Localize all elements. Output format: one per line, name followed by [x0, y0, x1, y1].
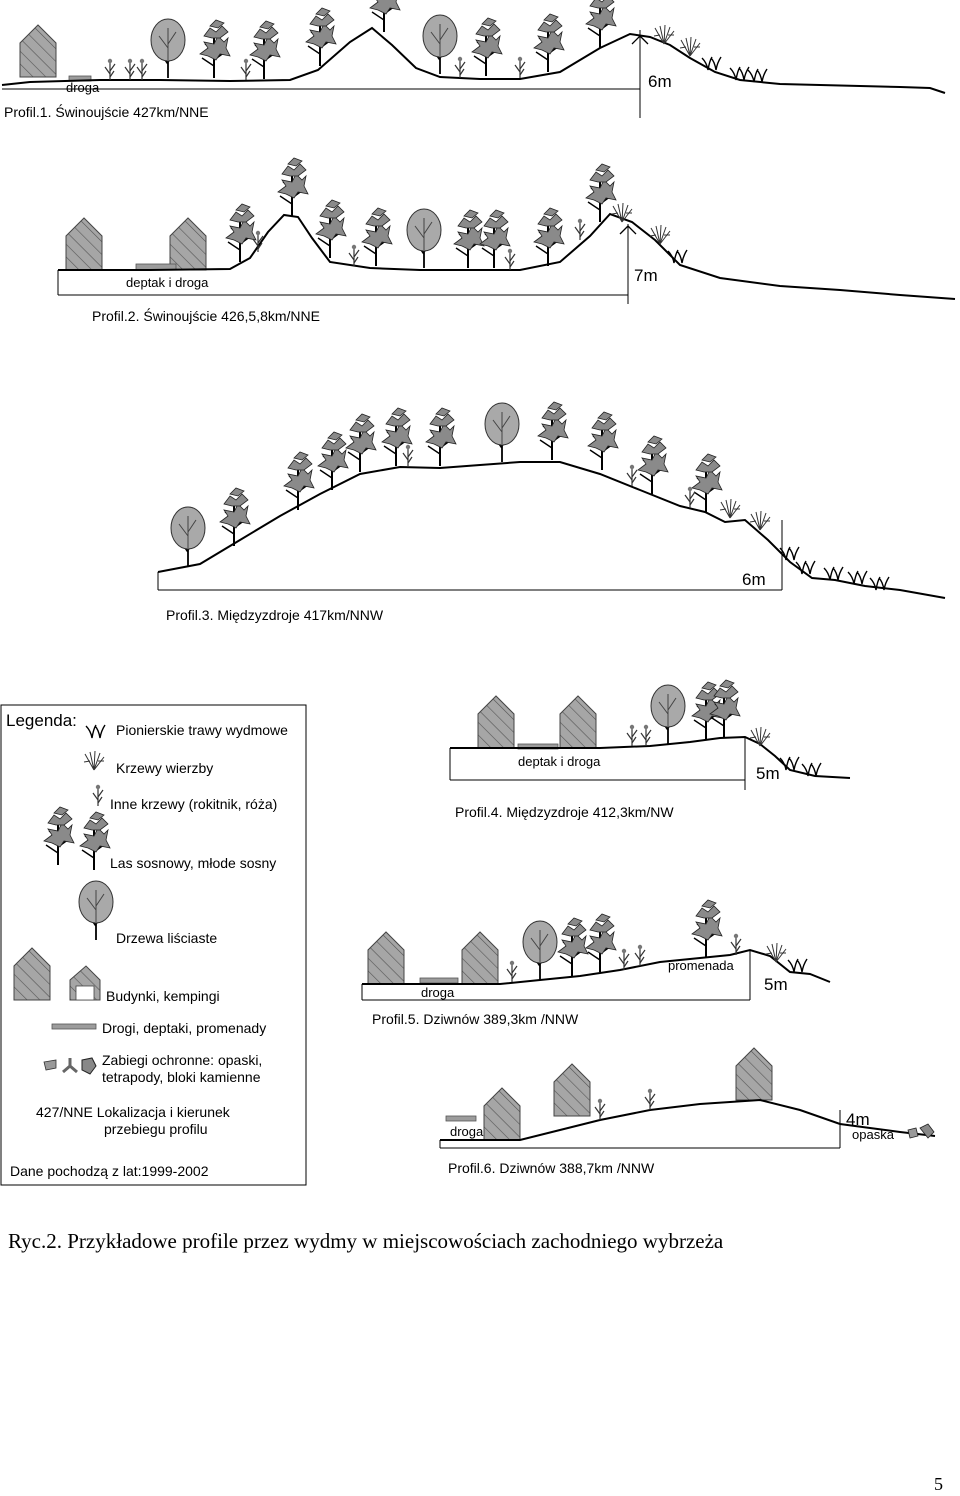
p1-title: Profil.1. Świnoujście 427km/NNE: [4, 104, 209, 120]
legend-grass-label: Pionierskie trawy wydmowe: [116, 722, 288, 738]
p1-height-label: 6m: [648, 72, 672, 91]
p3-title: Profil.3. Międzyzdroje 417km/NNW: [166, 607, 384, 623]
legend-data-source: Dane pochodzą z lat:1999-2002: [10, 1163, 209, 1179]
p3-height-label: 6m: [742, 570, 766, 589]
profile-4: [449, 679, 851, 790]
profile-1: [1, 0, 946, 118]
profile-2: [57, 157, 956, 304]
p5-road-label: droga: [421, 985, 455, 1000]
profile-5: [361, 899, 831, 1001]
legend-title: Legenda:: [6, 711, 77, 730]
p4-title: Profil.4. Międzyzdroje 412,3km/NW: [455, 804, 674, 820]
legend-willow-label: Krzewy wierzby: [116, 760, 214, 776]
legend-location-label-2: przebiegu profilu: [104, 1121, 208, 1137]
legend-deciduous-label: Drzewa liściaste: [116, 930, 218, 946]
legend-pine-label: Las sosnowy, młode sosny: [110, 855, 277, 871]
legend-protection-label-2: tetrapody, bloki kamienne: [102, 1069, 261, 1085]
p2-road-label: deptak i droga: [126, 275, 209, 290]
p6-revetment-label: opaska: [852, 1127, 894, 1142]
legend-location-label-1: 427/NNE Lokalizacja i kierunek: [36, 1104, 230, 1120]
p6-title: Profil.6. Dziwnów 388,7km /NNW: [448, 1160, 655, 1176]
legend-box: [0, 704, 307, 1186]
p6-height-label: 4m: [846, 1110, 870, 1129]
p1-road-label: droga: [66, 80, 100, 95]
p6-road-label: droga: [450, 1124, 484, 1139]
p2-height-label: 7m: [634, 266, 658, 285]
legend-shrubs-label: Inne krzewy (rokitnik, róża): [110, 796, 278, 812]
p5-height-label: 5m: [764, 975, 788, 994]
legend-protection-label-1: Zabiegi ochronne: opaski,: [102, 1052, 263, 1068]
p5-title: Profil.5. Dziwnów 389,3km /NNW: [372, 1011, 579, 1027]
legend-buildings-label: Budynki, kempingi: [106, 988, 220, 1004]
p4-road-label: deptak i droga: [518, 754, 601, 769]
legend-roads-label: Drogi, deptaki, promenady: [102, 1020, 267, 1036]
page-number: 5: [934, 1474, 943, 1494]
profile-3: [157, 401, 946, 599]
p4-height-label: 5m: [756, 764, 780, 783]
p5-promenade-label: promenada: [668, 958, 734, 973]
p2-title: Profil.2. Świnoujście 426,5,8km/NNE: [92, 308, 320, 324]
profile-6: [439, 1047, 936, 1149]
figure-caption: Ryc.2. Przykładowe profile przez wydmy w…: [8, 1229, 724, 1253]
